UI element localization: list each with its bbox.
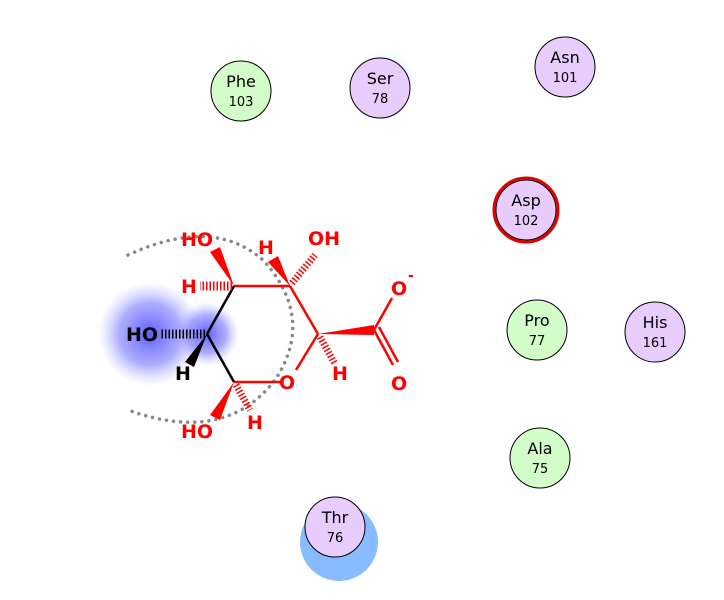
atom-h-left: H: [175, 363, 191, 385]
residue-circle: [304, 496, 366, 558]
atom-h-bottom: H: [247, 412, 263, 434]
atom-o-minus: O: [391, 278, 407, 300]
residue-phe103: Phe 103: [210, 60, 272, 122]
wedge-bond: [210, 382, 234, 420]
residue-circle: [495, 179, 557, 241]
atom-ho-left: HO: [126, 324, 158, 346]
atom-ring-o: O: [279, 372, 295, 394]
residue-number: 102: [514, 214, 539, 229]
atom-ho-top: HO: [181, 229, 213, 251]
residue-circle: [210, 60, 272, 122]
residue-circle: [624, 301, 686, 363]
wedge-bond: [210, 247, 234, 286]
residue-name: Ser: [367, 69, 394, 88]
residue-name: Pro: [524, 311, 549, 330]
residue-circle: [506, 299, 568, 361]
atom-charge: -: [408, 268, 414, 284]
wedge-bond: [185, 334, 207, 367]
residue-ser78: Ser 78: [349, 57, 411, 119]
residue-number: 101: [553, 71, 578, 86]
hash-bond: [289, 252, 318, 286]
residue-thr76: Thr 76: [304, 496, 366, 558]
wedge-bond: [268, 256, 290, 286]
residue-name: Asn: [550, 48, 579, 67]
residue-circle: [349, 57, 411, 119]
residue-name: His: [643, 313, 668, 332]
atom-ho-bottom: HO: [181, 421, 213, 443]
hash-bond: [316, 335, 339, 366]
residue-his161: His 161: [624, 301, 686, 363]
residue-asp102: Asp 102: [492, 176, 560, 244]
wedge-bond: [318, 325, 374, 335]
atom-h-top-right: H: [258, 237, 274, 259]
negative-charge-ring: [492, 176, 560, 244]
residue-number: 75: [532, 462, 549, 477]
residue-number: 78: [372, 92, 389, 107]
hash-bond: [232, 383, 254, 412]
atom-oh-top: OH: [308, 228, 340, 250]
residue-ala75: Ala 75: [509, 427, 571, 489]
residue-number: 161: [643, 336, 668, 351]
residue-name: Thr: [321, 508, 349, 527]
residue-name: Phe: [226, 72, 256, 91]
atom-h-top-left: H: [181, 276, 197, 298]
residue-circle: [534, 36, 596, 98]
pocket-outline: [126, 234, 295, 424]
residue-pro77: Pro 77: [506, 299, 568, 361]
residue-number: 103: [229, 95, 254, 110]
residue-number: 76: [327, 531, 344, 546]
residue-number: 77: [529, 334, 546, 349]
residue-circle: [509, 427, 571, 489]
ligand-bonds: [205, 284, 400, 384]
atom-o-double: O: [391, 373, 407, 395]
atom-h-right: H: [332, 363, 348, 385]
residue-name: Asp: [511, 191, 540, 210]
solvent-exposure-blob: [98, 282, 202, 386]
residue-asn101: Asn 101: [534, 36, 596, 98]
residue-name: Ala: [527, 439, 552, 458]
